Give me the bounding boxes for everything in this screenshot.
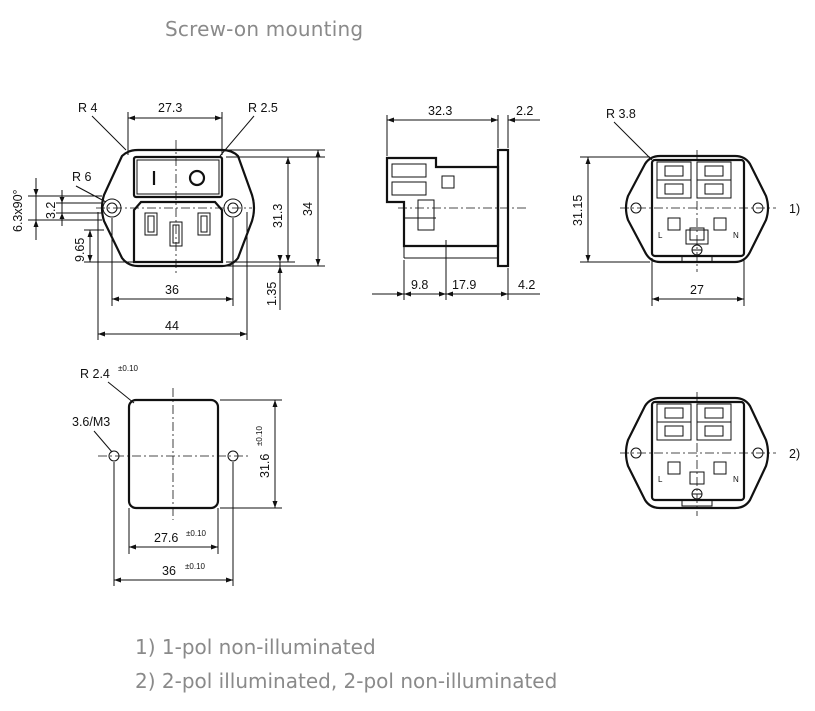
dim-3-6-m3: 3.6/M3 <box>72 415 110 429</box>
side-body <box>385 156 500 248</box>
dim-9-65: 9.65 <box>73 238 87 262</box>
dim-3-2: 3.2 <box>44 202 58 219</box>
svg-text:N: N <box>733 475 739 484</box>
dim-4-2: 4.2 <box>518 278 535 292</box>
flange-outline <box>100 148 256 268</box>
switch-rocker <box>136 159 220 195</box>
dim-36: 36 <box>165 283 179 297</box>
dim-2-2: 2.2 <box>516 104 533 118</box>
rear-flange-outline-2 <box>624 396 770 510</box>
rear-view-2: L N 2) <box>620 392 800 516</box>
dim-r2-4: R 2.4 <box>80 367 110 381</box>
dim-r3-8: R 3.8 <box>606 107 636 121</box>
reference-1: 1) <box>789 202 800 216</box>
dim-34: 34 <box>301 202 315 216</box>
dim-36-cutout: 36 <box>162 564 176 578</box>
dim-1-35: 1.35 <box>265 282 279 306</box>
side-view: 32.3 2.2 9.8 17.9 4.2 <box>372 104 540 300</box>
switch-outline <box>132 155 224 199</box>
footnote-1: 1) 1-pol non-illuminated <box>135 635 376 659</box>
switch-mark-on <box>188 169 206 187</box>
dim-17-9: 17.9 <box>452 278 476 292</box>
dim-27-6: 27.6 <box>154 531 178 545</box>
pin-n <box>197 212 211 236</box>
svg-text:L: L <box>658 475 663 484</box>
dim-31-6-tol: ±0.10 <box>255 425 264 446</box>
svg-text:N: N <box>733 231 739 240</box>
dim-31-15: 31.15 <box>571 195 585 226</box>
rear-view-1: L N R 3.8 31.15 27 1) <box>571 107 800 306</box>
dim-r2-5: R 2.5 <box>248 101 278 115</box>
dim-27: 27 <box>690 283 704 297</box>
panel-cutout: R 2.4 ±0.10 3.6/M3 31.6 ±0.10 27.6 ±0.10… <box>72 364 282 586</box>
front-view: 27.3 R 4 R 2.5 R 6 6.3x90° 3.2 9.65 <box>11 101 325 340</box>
dim-9-8: 9.8 <box>411 278 428 292</box>
cutout-outline <box>127 398 220 510</box>
svg-text:L: L <box>658 231 663 240</box>
reference-2: 2) <box>789 447 800 461</box>
side-terminal-1 <box>391 163 427 178</box>
dim-27-6-tol: ±0.10 <box>186 529 207 538</box>
pin-l <box>144 212 158 236</box>
dim-r6: R 6 <box>72 170 92 184</box>
page-title: Screw-on mounting <box>165 17 364 41</box>
dim-27-3: 27.3 <box>158 101 182 115</box>
side-terminal-2 <box>391 181 427 196</box>
rear-flange-outline-1 <box>624 154 770 264</box>
dim-6-3x90: 6.3x90° <box>11 189 25 232</box>
rear-body-2 <box>650 400 746 502</box>
dim-r2-4-tol: ±0.10 <box>118 364 139 373</box>
dim-44: 44 <box>165 319 179 333</box>
footnote-2: 2) 2-pol illuminated, 2-pol non-illumina… <box>135 669 558 693</box>
dim-32-3: 32.3 <box>428 104 452 118</box>
dim-36-cutout-tol: ±0.10 <box>185 562 206 571</box>
dim-31-6: 31.6 <box>258 454 272 478</box>
dim-31-3: 31.3 <box>271 204 285 228</box>
dim-r4: R 4 <box>78 101 98 115</box>
iec-inlet-outline <box>132 200 224 264</box>
